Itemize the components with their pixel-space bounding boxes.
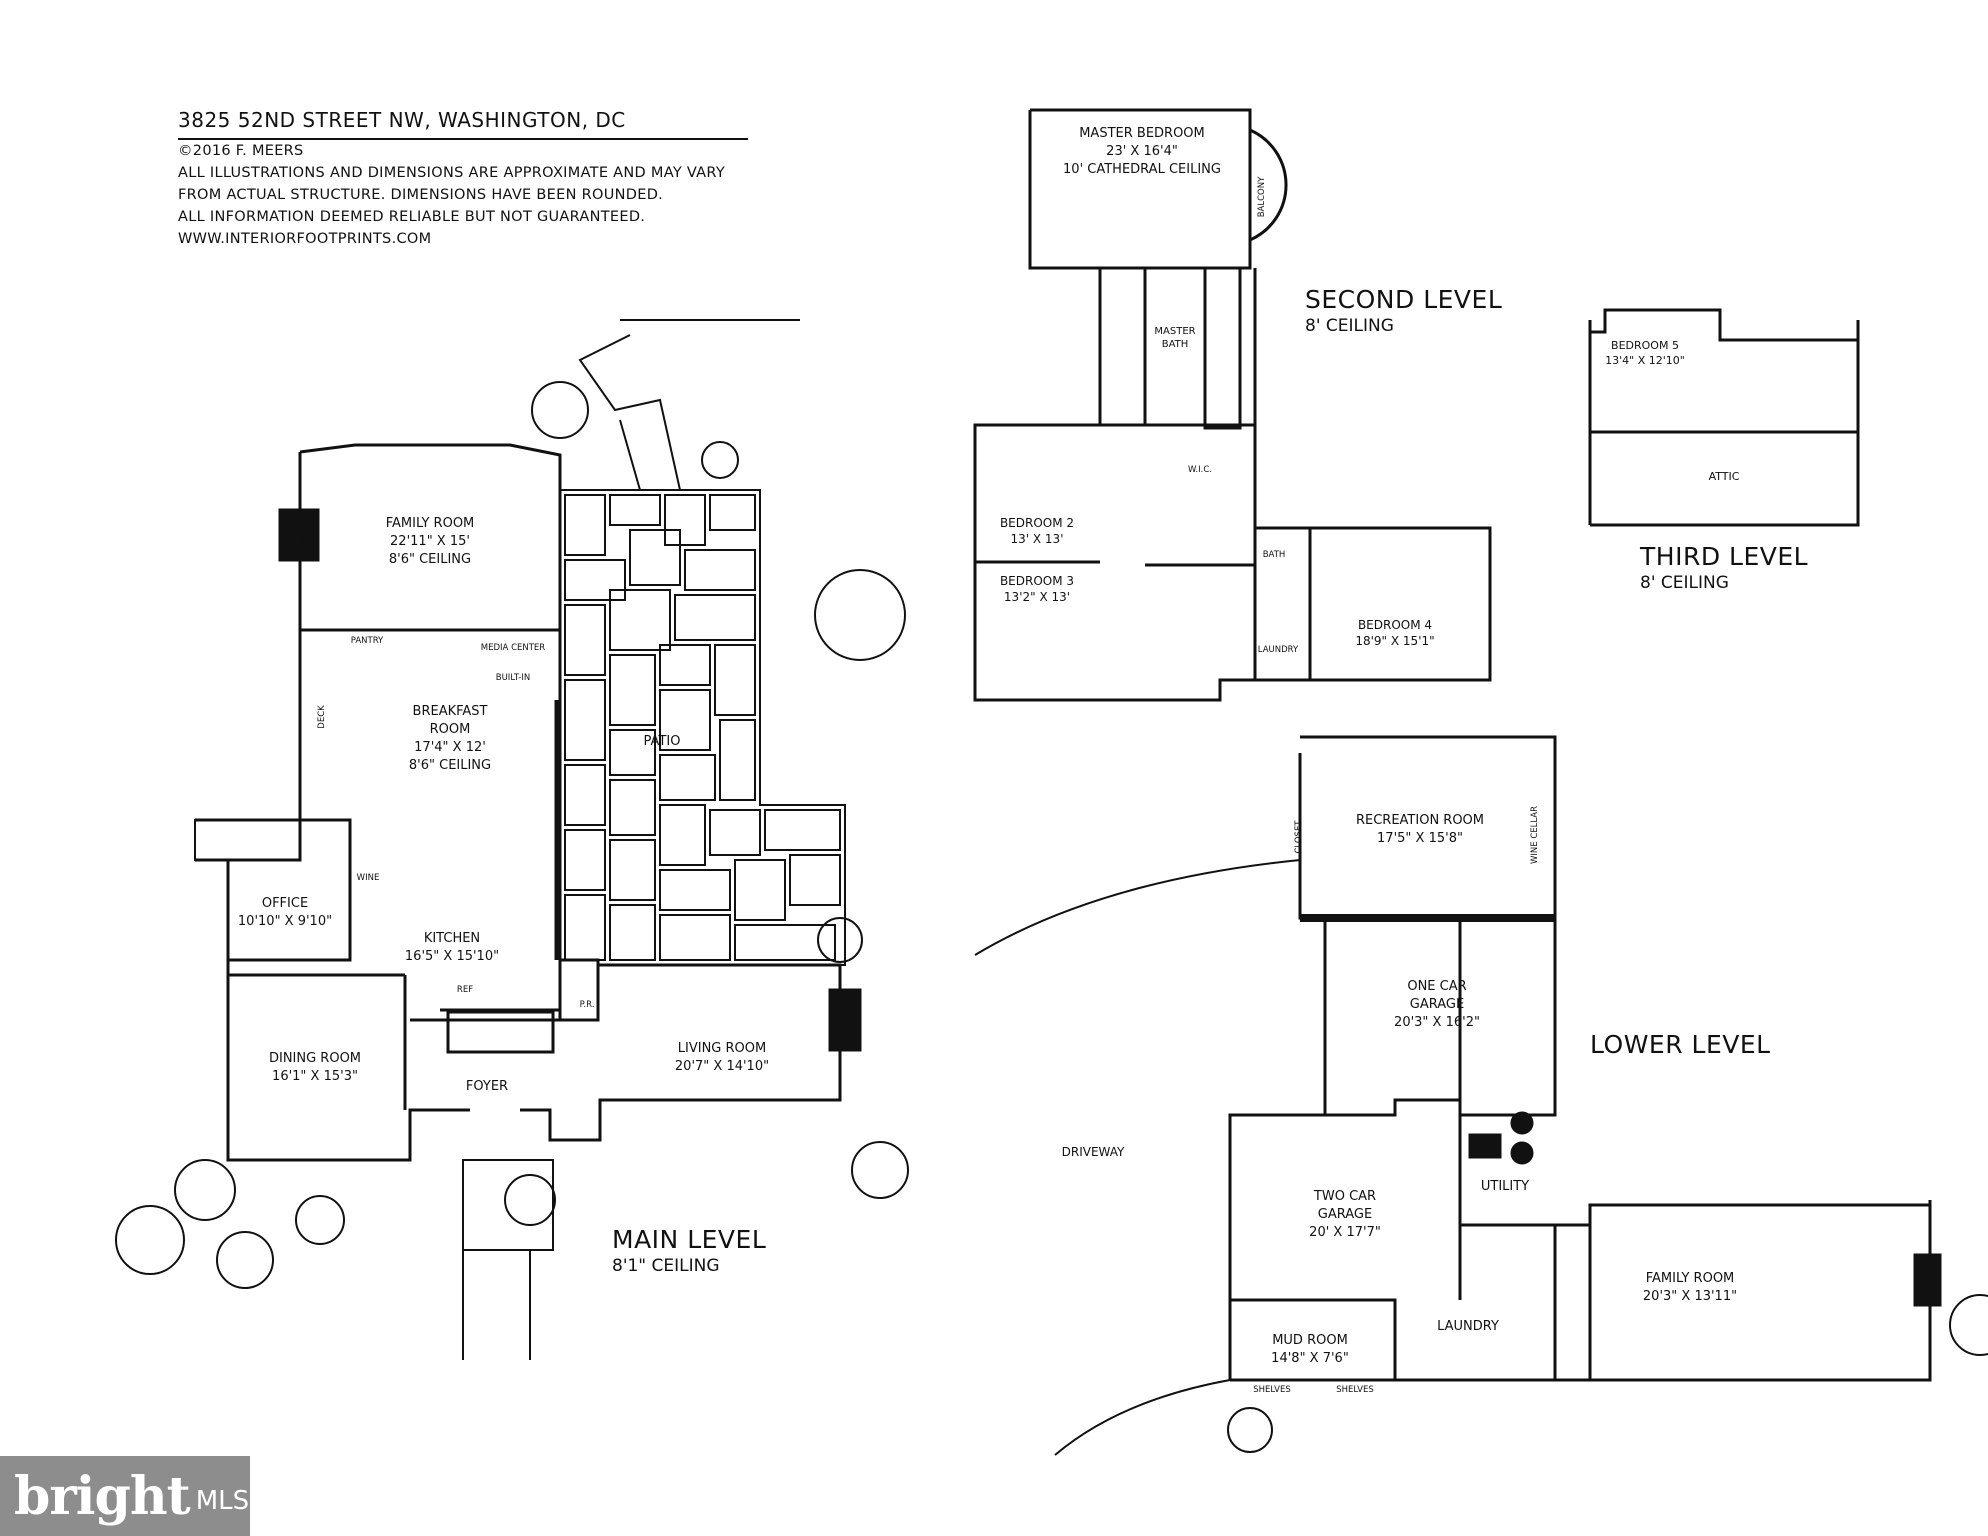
website-line: WWW.INTERIORFOOTPRINTS.COM (178, 231, 432, 247)
bright-mls-logo: bright MLS (0, 1456, 250, 1536)
level-title: LOWER LEVEL (1590, 1030, 1771, 1059)
main-level-heading: MAIN LEVEL 8'1" CEILING (612, 1225, 766, 1276)
ref-label: REF (456, 985, 474, 995)
balcony-label: BALCONY (1257, 176, 1267, 218)
disclaimer-line-2: FROM ACTUAL STRUCTURE. DIMENSIONS HAVE B… (178, 187, 664, 203)
level-title: SECOND LEVEL (1305, 285, 1503, 314)
pantry-label: PANTRY (350, 636, 384, 646)
second-level-walls (973, 108, 1492, 702)
shelves-label-2: SHELVES (1336, 1385, 1374, 1395)
disclaimer-line-1: ALL ILLUSTRATIONS AND DIMENSIONS ARE APP… (178, 165, 726, 181)
logo-brand: bright (14, 1465, 191, 1527)
patio-paving (560, 489, 846, 966)
third-level-walls (1588, 308, 1860, 527)
driveway-label: DRIVEWAY (1061, 1145, 1125, 1159)
fireplace-label: FP (299, 537, 311, 547)
wic-label: W.I.C. (1188, 465, 1212, 475)
powder-room-label: P.R. (579, 1000, 595, 1010)
wine-cellar-label: WINE CELLAR (1530, 805, 1540, 865)
room-patio: PATIO (643, 734, 681, 749)
closet-label: CLOSET (1294, 820, 1304, 854)
deck-label: DECK (317, 705, 327, 729)
laundry-label: LAUNDRY (1257, 645, 1299, 655)
disclaimer-line-3: ALL INFORMATION DEEMED RELIABLE BUT NOT … (178, 209, 646, 225)
property-address: 3825 52ND STREET NW, WASHINGTON, DC (178, 108, 748, 140)
level-title: THIRD LEVEL (1640, 542, 1809, 571)
level-title: MAIN LEVEL (612, 1225, 767, 1254)
driveway-curve-lower (1054, 1379, 1231, 1456)
lower-level-heading: LOWER LEVEL (1590, 1030, 1771, 1059)
level-ceiling: 8' CEILING (1640, 573, 1729, 593)
shelves-label: SHELVES (1253, 1385, 1291, 1395)
lower-level-walls (1228, 735, 1942, 1382)
second-level-heading: SECOND LEVEL 8' CEILING (1305, 285, 1502, 336)
room-foyer: FOYER (465, 1079, 509, 1094)
plan-header: 3825 52ND STREET NW, WASHINGTON, DC ©201… (178, 108, 748, 250)
media-center-label: MEDIA CENTER (480, 643, 546, 653)
wine-label: WINE (356, 873, 380, 883)
bath-label: BATH (1262, 550, 1286, 560)
trees (115, 381, 1988, 1453)
room-laundry-lower: LAUNDRY (1437, 1319, 1499, 1334)
level-ceiling: 8' CEILING (1305, 316, 1394, 336)
room-attic: ATTIC (1708, 470, 1740, 483)
room-utility: UTILITY (1480, 1179, 1530, 1194)
level-ceiling: 8'1" CEILING (612, 1256, 720, 1276)
copyright-line: ©2016 F. MEERS (178, 143, 304, 159)
driveway-curve (974, 859, 1301, 956)
third-level-heading: THIRD LEVEL 8' CEILING (1640, 542, 1808, 593)
built-in-label: BUILT-IN (495, 673, 531, 683)
logo-suffix: MLS (195, 1486, 250, 1516)
main-stairs (194, 319, 800, 1360)
